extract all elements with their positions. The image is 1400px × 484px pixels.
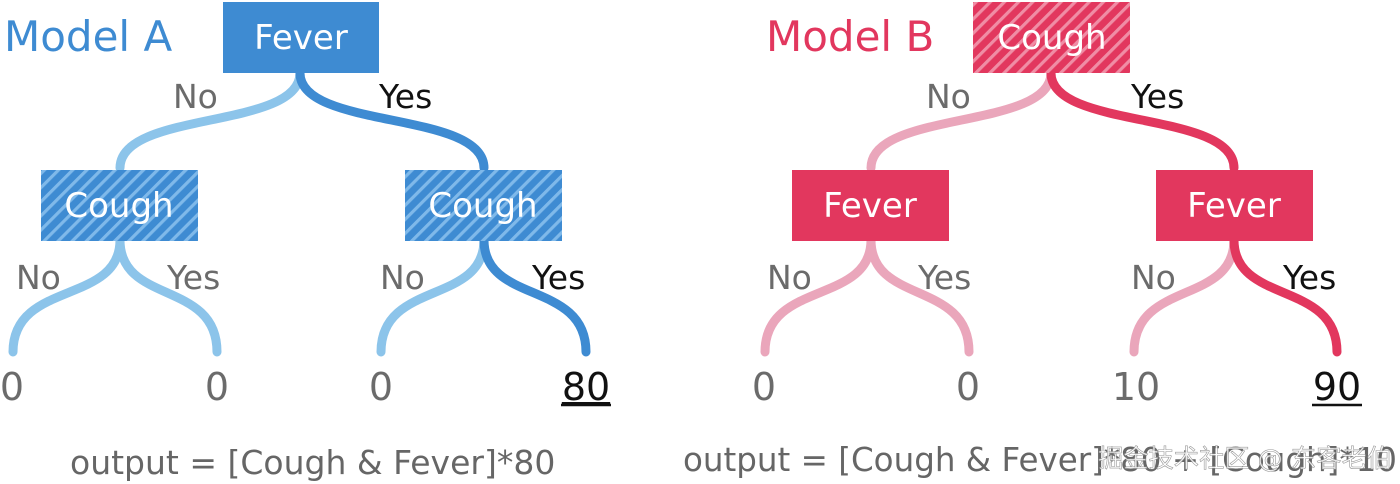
- edge-a-left-no: [8, 235, 125, 357]
- edge-b-right-yes-label: Yes: [1282, 258, 1336, 297]
- node-b-left-fever: [792, 170, 949, 241]
- edge-b-left-no-label: No: [767, 258, 812, 297]
- watermark-text: 掘金技术社区 @ 东客老伯: [1098, 444, 1392, 473]
- node-b-right-fever: [1156, 170, 1313, 241]
- edge-a-root-yes-label: Yes: [378, 77, 432, 116]
- edge-b-right-yes: [1229, 235, 1342, 357]
- edge-a-left-no-label: No: [16, 258, 61, 297]
- edge-b-root-yes: [1046, 68, 1239, 173]
- node-b-right-label: Fever: [1187, 186, 1281, 226]
- edge-a-left-yes: [115, 235, 222, 357]
- leaf-b-2: 0: [956, 365, 980, 409]
- node-a-right-label: Cough: [428, 186, 537, 226]
- leaf-b-4: 90: [1313, 365, 1361, 409]
- edge-a-root-no-label: No: [173, 77, 218, 116]
- model-a-formula: output = [Cough & Fever]*80: [70, 443, 555, 482]
- edge-a-left-yes-label: Yes: [166, 258, 220, 297]
- node-a-left-label: Cough: [64, 186, 173, 226]
- model-a-title: Model A: [4, 12, 172, 61]
- edge-a-root-yes: [295, 68, 489, 173]
- edge-a-right-no-label: No: [380, 258, 425, 297]
- node-a-left-cough: [41, 170, 198, 241]
- edge-a-right-no: [376, 235, 489, 357]
- edge-a-root-no: [115, 68, 305, 173]
- edge-b-right-no: [1129, 235, 1239, 357]
- leaf-b-1: 0: [752, 365, 776, 409]
- edge-a-right-yes-label: Yes: [531, 258, 585, 297]
- edge-b-left-yes-label: Yes: [917, 258, 971, 297]
- node-a-right-cough: [405, 170, 562, 241]
- edge-b-right-no-label: No: [1131, 258, 1176, 297]
- model-b: Cough Fever Fever Model B No Yes No Yes …: [683, 2, 1397, 479]
- edge-b-root-yes-label: Yes: [1130, 77, 1184, 116]
- model-b-formula: output = [Cough & Fever]*80 + [Cough]*10: [683, 440, 1397, 479]
- leaf-a-4: 80: [562, 365, 610, 409]
- edge-b-root-no: [866, 68, 1056, 173]
- leaf-a-2: 0: [205, 365, 229, 409]
- model-a: Fever Cough Cough Model A No Yes No Yes …: [0, 2, 611, 482]
- node-b-root-cough: [973, 2, 1130, 73]
- node-b-left-label: Fever: [823, 186, 917, 226]
- model-b-title: Model B: [766, 12, 934, 61]
- node-a-root-fever: [223, 2, 379, 73]
- edge-b-left-yes: [866, 235, 974, 357]
- leaf-a-1: 0: [0, 365, 24, 409]
- edge-b-root-no-label: No: [926, 77, 971, 116]
- leaf-a-3: 0: [369, 365, 393, 409]
- leaf-b-3: 10: [1112, 365, 1160, 409]
- node-a-root-label: Fever: [254, 18, 348, 58]
- node-b-root-label: Cough: [997, 18, 1106, 58]
- edge-a-right-yes: [479, 235, 591, 357]
- edge-b-left-no: [760, 235, 876, 357]
